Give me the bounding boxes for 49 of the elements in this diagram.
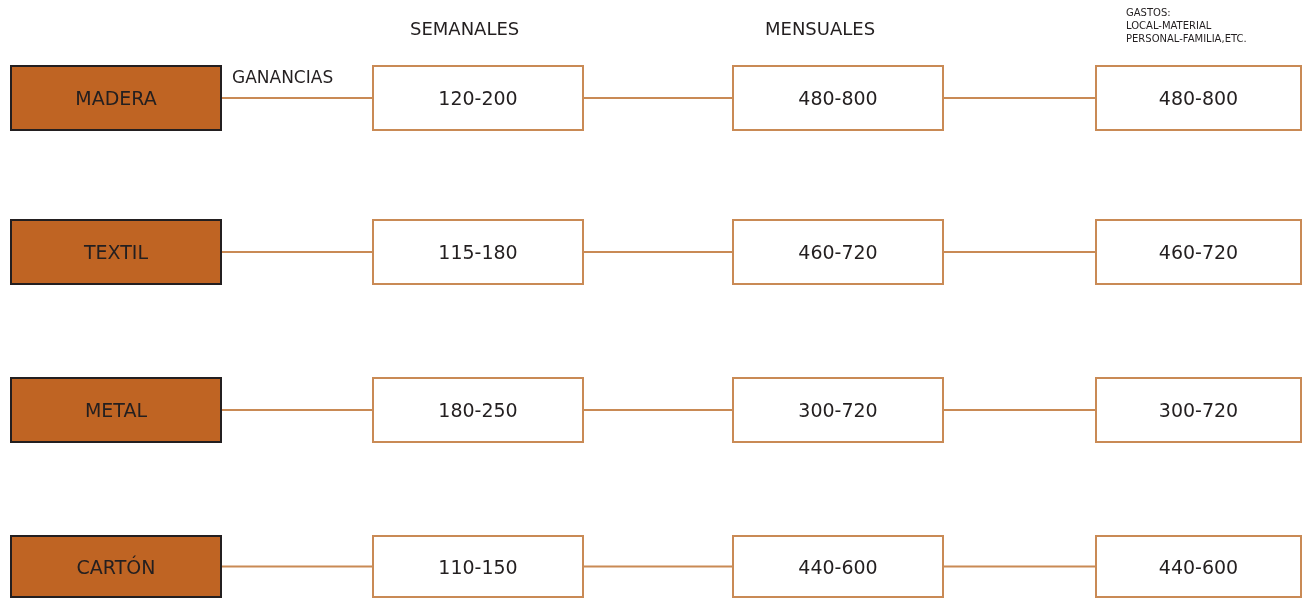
connector-line	[221, 565, 373, 568]
connector-line	[583, 409, 733, 411]
category-label: TEXTIL	[83, 241, 149, 263]
connector-line	[221, 251, 373, 253]
value-box	[732, 535, 944, 598]
value-range: 300-720	[1158, 399, 1239, 421]
column-header: MENSUALES	[765, 18, 876, 39]
connector-line	[943, 251, 1096, 253]
value-range: 300-720	[798, 399, 878, 421]
value-box	[372, 65, 584, 131]
value-box	[732, 377, 944, 443]
header-note: PERSONAL-FAMILIA,ETC.	[1126, 32, 1247, 45]
value-range: 440-600	[798, 555, 878, 578]
value-box	[1095, 535, 1302, 598]
value-range: 460-720	[798, 241, 878, 263]
connector-line	[583, 251, 733, 253]
value-range: 120-200	[438, 87, 518, 109]
value-range: 480-800	[798, 87, 878, 109]
connector-line	[943, 97, 1096, 99]
connector-line	[221, 409, 373, 411]
value-box	[732, 219, 944, 285]
value-range: 440-600	[1158, 555, 1239, 578]
value-range: 115-180	[438, 241, 518, 263]
header-note: LOCAL-MATERIAL	[1126, 19, 1212, 32]
connector-line	[583, 565, 733, 568]
value-box	[1095, 65, 1302, 131]
connector-line	[943, 565, 1096, 568]
connector-line	[943, 409, 1096, 411]
value-box	[1095, 219, 1302, 285]
category-label: METAL	[84, 399, 148, 421]
value-box	[1095, 377, 1302, 443]
value-box	[372, 535, 584, 598]
value-box	[372, 219, 584, 285]
connector-line	[583, 97, 733, 99]
category-box	[10, 377, 222, 443]
category-box	[10, 535, 222, 598]
value-box	[732, 65, 944, 131]
category-label: CARTÓN	[76, 555, 156, 578]
value-range: 460-720	[1158, 241, 1239, 263]
value-box	[372, 377, 584, 443]
column-header: SEMANALES	[410, 18, 520, 39]
value-range: 180-250	[438, 399, 518, 421]
value-range: 480-800	[1158, 87, 1239, 109]
category-box	[10, 219, 222, 285]
category-box	[10, 65, 222, 131]
value-range: 110-150	[438, 555, 518, 578]
category-label: MADERA	[75, 87, 157, 109]
connector-line	[221, 97, 373, 99]
header-note: GASTOS:	[1126, 6, 1171, 19]
